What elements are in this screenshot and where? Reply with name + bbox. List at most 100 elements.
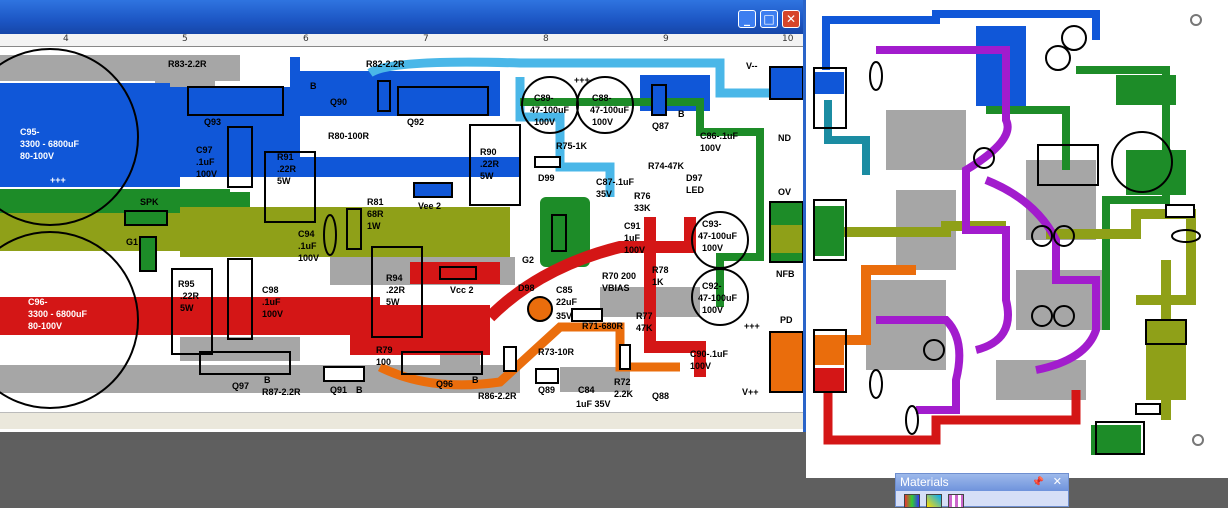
material-color-icon[interactable]: [904, 494, 920, 508]
label-c91: C91: [624, 221, 641, 231]
label-c98-value: .1uF: [262, 297, 281, 307]
pcb-editor-window: _ □ ✕ 4 5 6 7 8 9 10: [0, 0, 806, 432]
label-r76-value: 33K: [634, 203, 651, 213]
ruler-tick: 7: [423, 34, 429, 44]
label-r80: R80-100R: [328, 131, 370, 141]
minimize-button[interactable]: _: [738, 10, 756, 28]
label-c94-value: .1uF: [298, 241, 317, 251]
label-r91-watts: 5W: [277, 176, 291, 186]
horizontal-ruler: 4 5 6 7 8 9 10: [0, 34, 803, 47]
label-c87: C87-.1uF: [596, 177, 635, 187]
label-r90-watts: 5W: [480, 171, 494, 181]
label-c88-voltage: 100V: [592, 117, 613, 127]
label-c97-voltage: 100V: [196, 169, 217, 179]
label-b: B: [310, 81, 317, 91]
maximize-button[interactable]: □: [760, 10, 778, 28]
label-r81-value: 68R: [367, 209, 384, 219]
materials-panel-title: Materials: [900, 475, 949, 489]
label-c96-plus: +++: [46, 347, 62, 357]
label-q97: Q97: [232, 381, 249, 391]
label-c93-value: 47-100uF: [698, 231, 738, 241]
label-c95: C95-: [20, 127, 40, 137]
label-c95-voltage: 80-100V: [20, 151, 54, 161]
pin-icon[interactable]: 📌: [1031, 477, 1044, 488]
label-b-q91: B: [356, 385, 363, 395]
label-c96-voltage: 80-100V: [28, 321, 62, 331]
label-c98: C98: [262, 285, 279, 295]
label-r78: R78: [652, 265, 669, 275]
ruler-tick: 5: [182, 34, 188, 44]
label-r91: R91: [277, 152, 294, 162]
materials-panel-header: Materials 📌 ✕: [896, 474, 1068, 491]
label-g2: G2: [522, 255, 534, 265]
label-nd: ND: [778, 133, 791, 143]
label-d99: D99: [538, 173, 555, 183]
label-c87-voltage: 35V: [596, 189, 612, 199]
label-c86-voltage: 100V: [700, 143, 721, 153]
label-c97-value: .1uF: [196, 157, 215, 167]
label-r79-value: 100: [376, 357, 391, 367]
label-d97: D97: [686, 173, 703, 183]
label-r74: R74-47K: [648, 161, 685, 171]
material-pattern-icon[interactable]: [948, 494, 964, 508]
label-c84-value: 1uF 35V: [576, 399, 611, 409]
close-button[interactable]: ✕: [782, 10, 800, 28]
label-c96: C96-: [28, 297, 48, 307]
pcb-canvas-left[interactable]: R83-2.2R R82-2.2R B Q90 Q93 Q92 R80-100R…: [0, 47, 803, 411]
label-r95-watts: 5W: [180, 303, 194, 313]
label-r77-value: 47K: [636, 323, 653, 333]
close-icon[interactable]: ✕: [1052, 476, 1062, 488]
label-c97: C97: [196, 145, 213, 155]
label-q89: Q89: [538, 385, 555, 395]
label-r81: R81: [367, 197, 384, 207]
ruler-tick: 10: [782, 34, 794, 44]
label-c88: C88-: [592, 93, 612, 103]
label-c98-voltage: 100V: [262, 309, 283, 319]
label-c90: C90-.1uF: [690, 349, 729, 359]
pcb-layout-left: R83-2.2R R82-2.2R B Q90 Q93 Q92 R80-100R…: [0, 48, 803, 409]
label-c89-voltage: 100V: [534, 117, 555, 127]
label-led: LED: [686, 185, 705, 195]
label-g1: G1: [126, 237, 138, 247]
label-r87: R87-2.2R: [262, 387, 301, 397]
label-c93: C93-: [702, 219, 722, 229]
label-b-q96: B: [472, 375, 479, 385]
label-vbias: VBIAS: [602, 283, 630, 293]
label-c91-value: 1uF: [624, 233, 641, 243]
label-c85: C85: [556, 285, 573, 295]
label-r95: R95: [178, 279, 195, 289]
label-r78-value: 1K: [652, 277, 664, 287]
label-q90: Q90: [330, 97, 347, 107]
ruler-tick: 4: [63, 34, 69, 44]
pcb-canvas-right[interactable]: [806, 0, 1228, 478]
label-r90: R90: [480, 147, 497, 157]
label-r77: R77: [636, 311, 653, 321]
label-c92: C92-: [702, 281, 722, 291]
label-plus-bottom: +++: [744, 321, 760, 331]
label-c89-value: 47-100uF: [530, 105, 570, 115]
label-r76: R76: [634, 191, 651, 201]
horizontal-scrollbar[interactable]: [0, 412, 803, 429]
label-c95-plus: +++: [50, 175, 66, 185]
label-r75: R75-1K: [556, 141, 588, 151]
label-c84: C84: [578, 385, 595, 395]
label-c85-voltage: 35V: [556, 311, 572, 321]
label-r94-watts: 5W: [386, 297, 400, 307]
label-r94-value: .22R: [386, 285, 406, 295]
label-c93-voltage: 100V: [702, 243, 723, 253]
label-r79: R79: [376, 345, 393, 355]
label-vplus: V++: [742, 387, 759, 397]
label-c92-value: 47-100uF: [698, 293, 738, 303]
label-c89: C89-: [534, 93, 554, 103]
label-vee2: Vee 2: [418, 201, 441, 211]
ruler-tick: 6: [303, 34, 309, 44]
label-c94-voltage: 100V: [298, 253, 319, 263]
label-q91: Q91: [330, 385, 347, 395]
material-texture-icon[interactable]: [926, 494, 942, 508]
pcb-layout-right: [813, 10, 1204, 455]
label-q88: Q88: [652, 391, 669, 401]
label-spk: SPK: [140, 197, 159, 207]
label-d98: D98: [518, 283, 535, 293]
label-plus-top: +++: [574, 75, 590, 85]
label-c96-value: 3300 - 6800uF: [28, 309, 88, 319]
